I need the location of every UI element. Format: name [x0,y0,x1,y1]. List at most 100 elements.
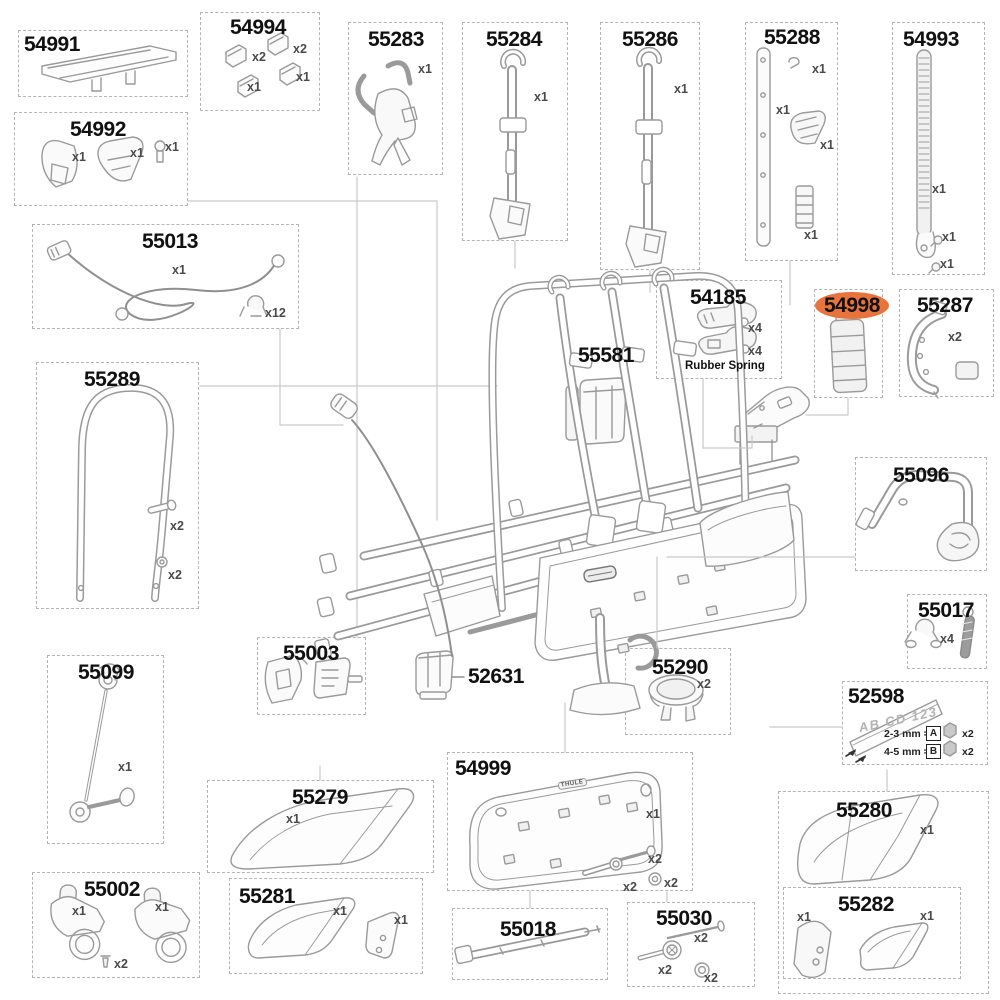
qty-label: x2 [252,50,266,64]
part-art-55287 [906,299,979,399]
qty-label: x1 [674,82,688,96]
part-box-55282 [783,887,961,979]
part-art-54993 [915,49,943,274]
qty-label: x1 [920,909,934,923]
qty-label: x1 [812,62,826,76]
part-number-55290[interactable]: 55290 [652,656,708,679]
part-box-55017 [907,594,987,669]
qty-label: x2 [704,971,718,985]
part-number-55281[interactable]: 55281 [239,885,295,908]
part-art-55018 [454,925,601,965]
qty-label: x1 [172,263,186,277]
qty-label: x2 [114,957,128,971]
part-number-54994[interactable]: 54994 [230,16,286,39]
part-art-55288 [756,47,826,247]
part-box-55286 [600,22,700,270]
part-art-55284 [489,48,531,240]
qty-label: x1 [804,228,818,242]
part-art-54998 [829,313,868,394]
part-number-55018[interactable]: 55018 [500,918,556,941]
part-art-52631 [415,650,465,700]
letter-a-box: A [926,726,941,741]
part-box-54994 [200,12,320,111]
part-box-55287 [899,289,994,397]
qty-label: x2 [962,728,974,740]
qty-label: x2 [623,880,637,894]
part-art-54991 [41,45,177,92]
leader-lines-over [656,378,856,728]
part-number-54999[interactable]: 54999 [455,757,511,780]
part-number-55282[interactable]: 55282 [838,893,894,916]
part-number-55289[interactable]: 55289 [84,368,140,391]
rubber-spring-caption: Rubber Spring [685,360,765,372]
part-art-55030 [637,920,725,978]
qty-label: x4 [940,632,954,646]
qty-label: x2 [658,963,672,977]
part-number-54991[interactable]: 54991 [24,33,80,56]
qty-label: x1 [286,812,300,826]
part-number-54185[interactable]: 54185 [690,286,746,309]
part-box-54993 [892,22,985,275]
part-number-55287[interactable]: 55287 [917,294,973,317]
part-box-54998 [814,289,883,398]
part-number-55286[interactable]: 55286 [622,28,678,51]
qty-label: x1 [820,138,834,152]
part-box-55003 [257,637,366,715]
part-number-54998-highlighted[interactable]: 54998 [815,292,889,319]
part-number-52631[interactable]: 52631 [468,665,524,688]
qty-label: x1 [940,257,954,271]
gap-spec-row-b: 4-5 mm = [884,746,930,758]
qty-label: x2 [697,677,711,691]
part-number-55003[interactable]: 55003 [283,642,339,665]
part-art-55290 [648,674,704,722]
part-box-55279 [207,780,434,873]
part-art-54999 [469,771,663,890]
qty-label: x12 [265,306,286,320]
part-number-52598[interactable]: 52598 [848,685,904,708]
part-art-55282 [793,920,929,979]
part-art-55013 [46,240,285,321]
qty-label: x1 [247,80,261,94]
qty-label: x1 [797,910,811,924]
part-art-55281 [247,897,400,959]
part-number-55279[interactable]: 55279 [292,786,348,809]
qty-label: x1 [920,823,934,837]
qty-label: x1 [942,230,956,244]
part-number-55280[interactable]: 55280 [836,799,892,822]
part-number-55581[interactable]: 55581 [578,344,634,367]
part-art-54994 [225,32,301,98]
part-number-55283[interactable]: 55283 [368,28,424,51]
qty-label: x2 [694,931,708,945]
part-art-55017 [904,606,975,659]
part-number-55099[interactable]: 55099 [78,661,134,684]
qty-label: x2 [168,568,182,582]
part-art-55286 [625,46,667,268]
qty-label: x1 [534,90,548,104]
qty-label: x1 [646,807,660,821]
part-art-55003 [264,654,363,704]
part-box-55030 [627,902,755,987]
part-number-55284[interactable]: 55284 [486,28,542,51]
qty-label: x1 [118,760,132,774]
part-number-55096[interactable]: 55096 [893,464,949,487]
part-number-55013[interactable]: 55013 [142,230,198,253]
gap-spec-row-a: 2-3 mm = [884,728,930,740]
qty-label: x2 [648,852,662,866]
part-box-55099 [47,655,164,844]
part-number-55017[interactable]: 55017 [918,599,974,622]
qty-label: x4 [748,344,762,358]
part-number-55030[interactable]: 55030 [656,907,712,930]
qty-label: x1 [418,62,432,76]
qty-label: x4 [748,321,762,335]
part-art-52598 [845,699,957,763]
part-art-55581 [565,377,629,445]
part-number-54993[interactable]: 54993 [903,28,959,51]
part-number-54992[interactable]: 54992 [70,118,126,141]
part-number-55002[interactable]: 55002 [84,878,140,901]
part-box-55288 [745,22,838,261]
qty-label: x1 [130,146,144,160]
qty-label: x2 [170,519,184,533]
part-box-55002 [32,872,200,978]
part-number-55288[interactable]: 55288 [764,26,820,49]
